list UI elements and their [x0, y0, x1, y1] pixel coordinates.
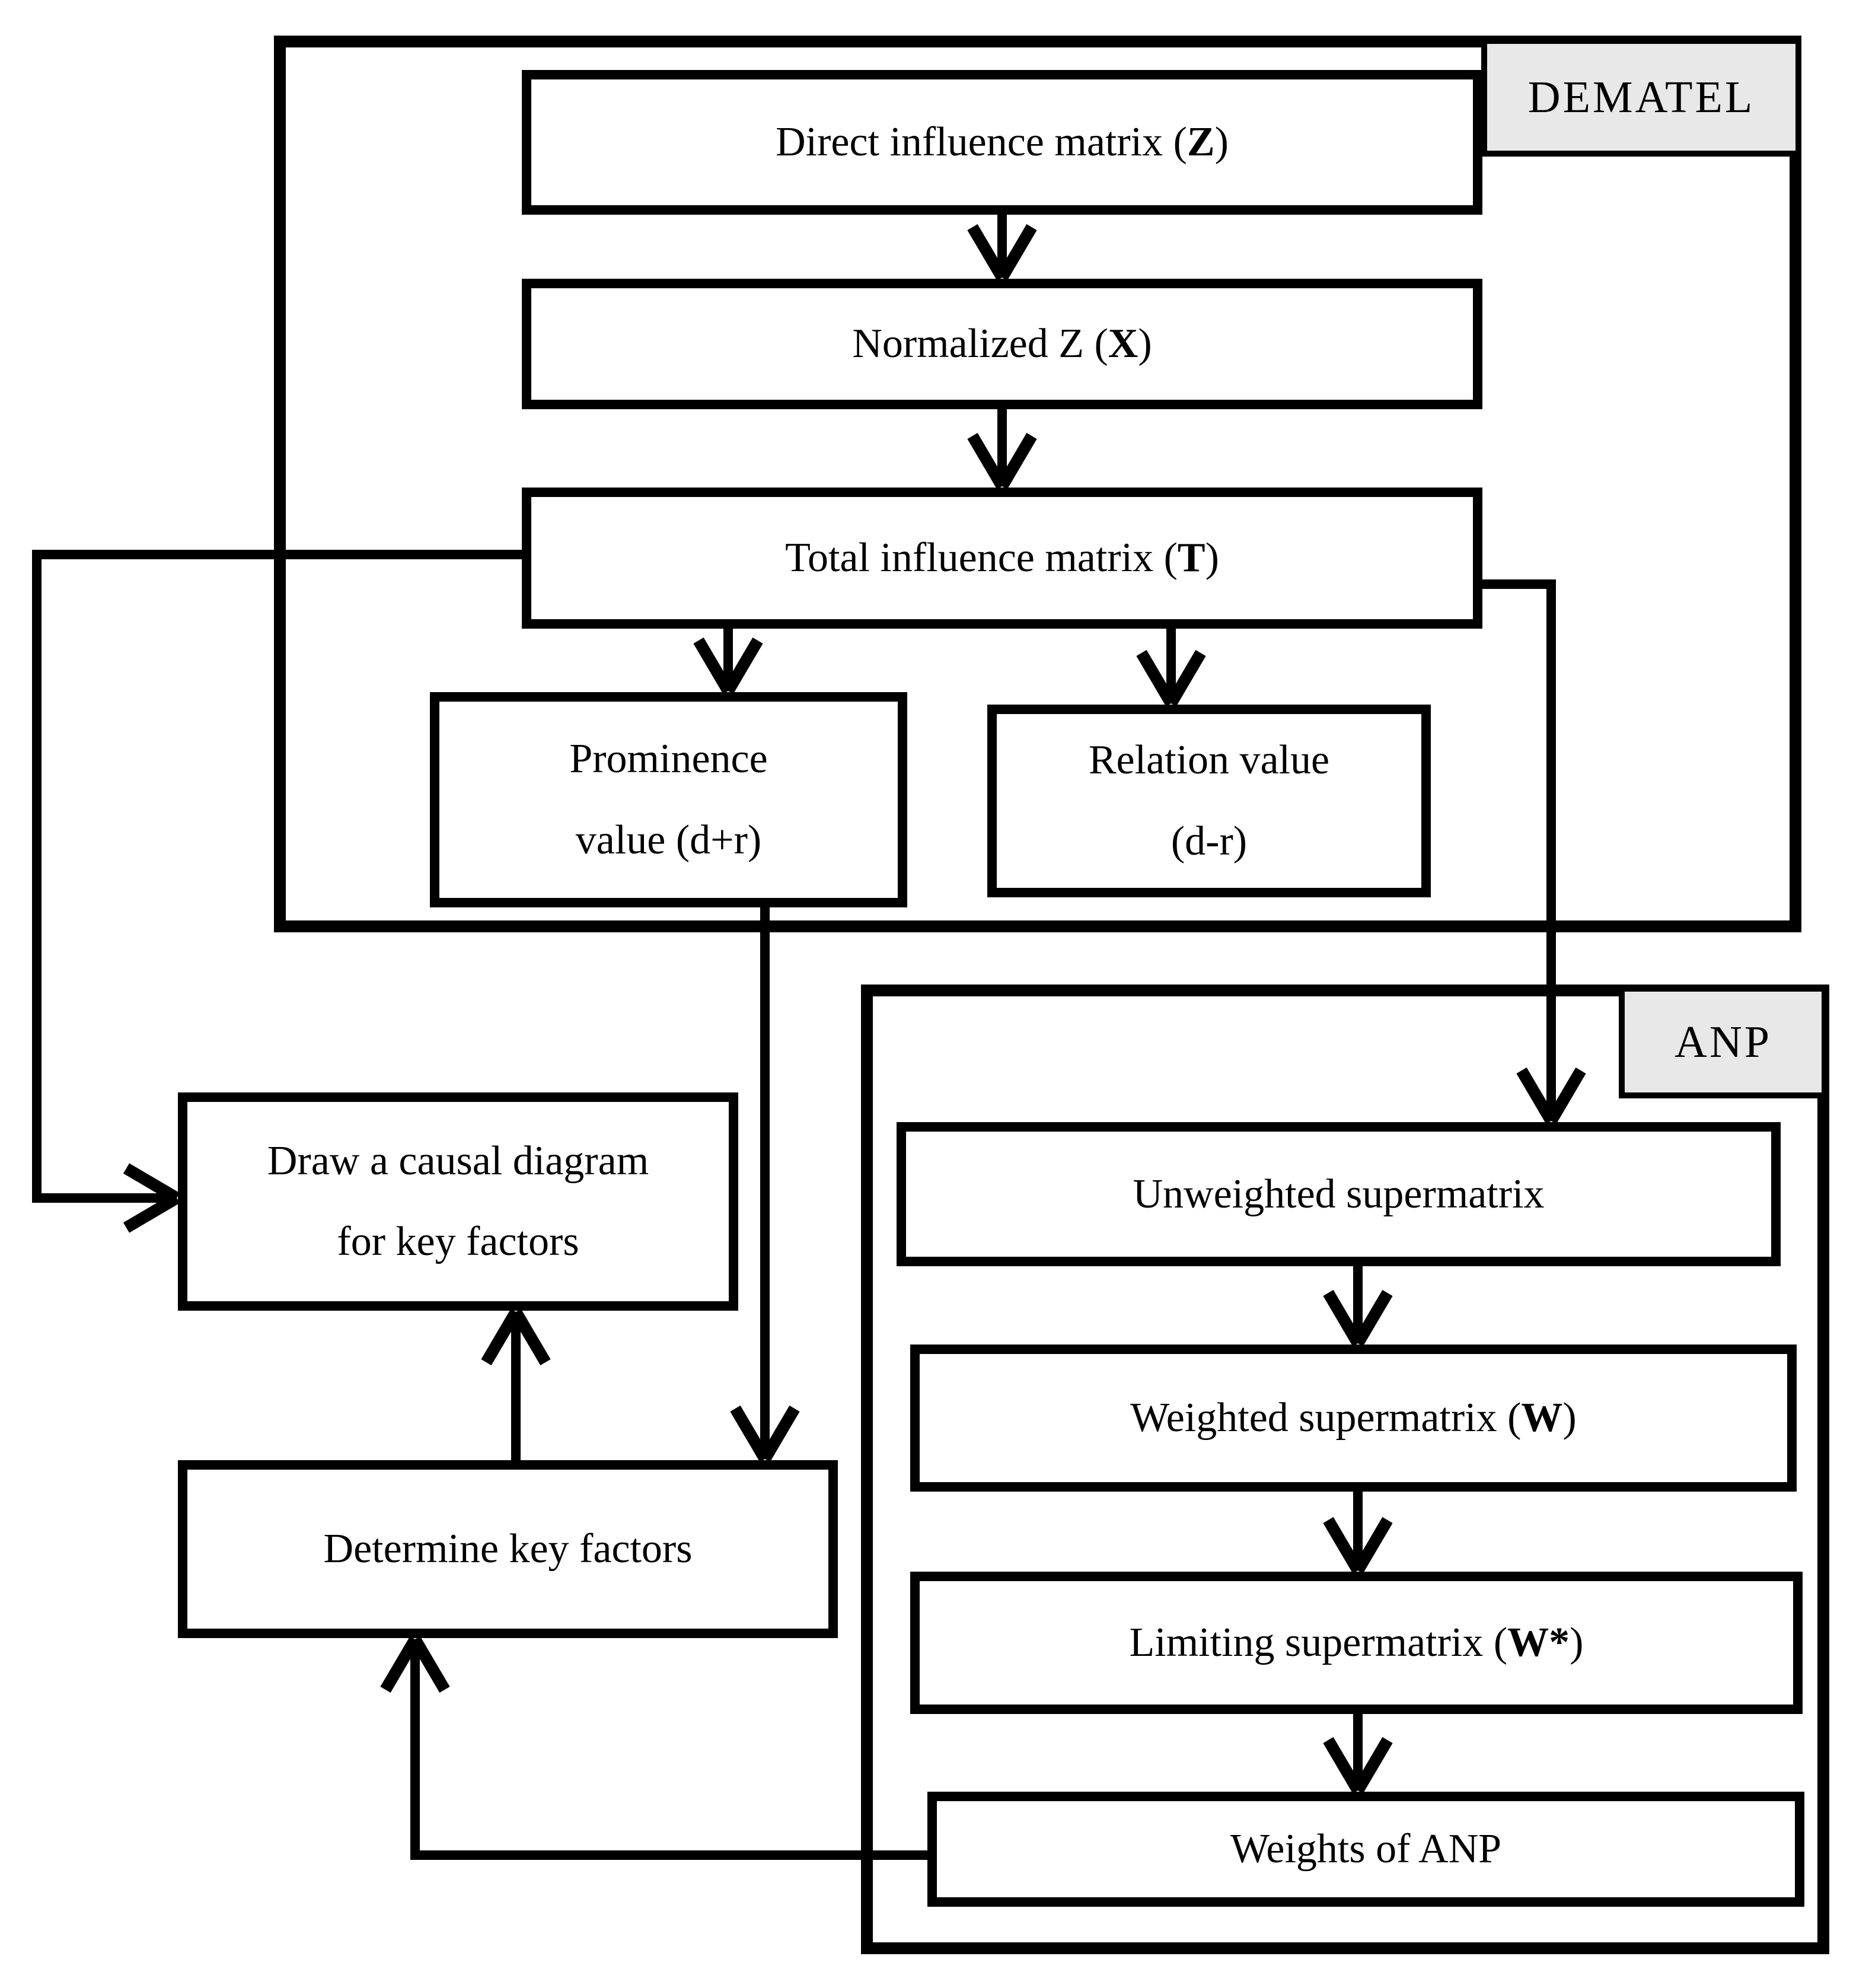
node-weighted-supermatrix: Weighted supermatrix (W)	[910, 1345, 1797, 1492]
node-limiting-supermatrix-label: Limiting supermatrix (W*)	[1129, 1620, 1584, 1666]
arrow-total-to-prominence	[693, 624, 763, 694]
node-unweighted-supermatrix-label: Unweighted supermatrix	[1133, 1171, 1545, 1217]
arrow-limiting-to-weights	[1323, 1709, 1393, 1794]
arrow-total-to-unweighted	[1478, 579, 1586, 1124]
arrow-direct-to-normalized	[967, 210, 1037, 281]
node-direct-influence-matrix: Direct influence matrix (Z)	[522, 70, 1482, 215]
node-unweighted-supermatrix: Unweighted supermatrix	[897, 1122, 1781, 1266]
node-weighted-supermatrix-label: Weighted supermatrix (W)	[1130, 1395, 1577, 1441]
node-causal-diagram-line1: Draw a causal diagram	[267, 1138, 649, 1184]
node-normalized-z-label: Normalized Z (X)	[852, 321, 1152, 367]
node-direct-influence-matrix-label: Direct influence matrix (Z)	[776, 119, 1229, 165]
node-determine-key-factors: Determine key factors	[178, 1460, 838, 1638]
node-relation-value-line2: (d-r)	[1171, 818, 1248, 864]
node-causal-diagram: Draw a causal diagram for key factors	[178, 1092, 738, 1311]
dematel-group-box	[274, 36, 1801, 932]
node-prominence-value-line2: value (d+r)	[575, 817, 762, 863]
node-relation-value-line1: Relation value	[1088, 737, 1330, 783]
dematel-group-label-text: DEMATEL	[1527, 72, 1755, 122]
node-determine-key-factors-label: Determine key factors	[323, 1526, 693, 1572]
anp-group-box	[861, 985, 1829, 1954]
anp-group-label: ANP	[1619, 986, 1828, 1098]
node-weights-of-anp-label: Weights of ANP	[1230, 1826, 1502, 1872]
arrow-unweighted-to-weighted	[1323, 1261, 1393, 1347]
arrow-weights-to-determine	[380, 1636, 927, 1860]
node-total-influence-matrix: Total influence matrix (T)	[522, 488, 1482, 629]
dematel-group-label: DEMATEL	[1481, 38, 1801, 157]
node-prominence-value-line1: Prominence	[569, 736, 768, 782]
node-total-influence-matrix-label: Total influence matrix (T)	[785, 535, 1219, 581]
anp-group-label-text: ANP	[1674, 1017, 1772, 1067]
arrow-weighted-to-limiting	[1323, 1487, 1393, 1574]
node-limiting-supermatrix: Limiting supermatrix (W*)	[910, 1572, 1803, 1714]
arrow-determine-to-causal-diagram	[481, 1308, 551, 1460]
node-prominence-value: Prominence value (d+r)	[430, 692, 907, 907]
arrow-total-to-relation	[1136, 624, 1206, 707]
arrow-normalized-to-total	[967, 404, 1037, 490]
arrow-prominence-to-determine	[730, 903, 800, 1463]
node-relation-value: Relation value (d-r)	[987, 705, 1431, 897]
node-weights-of-anp: Weights of ANP	[927, 1792, 1804, 1907]
node-causal-diagram-line2: for key factors	[337, 1219, 579, 1264]
node-normalized-z: Normalized Z (X)	[522, 279, 1482, 409]
